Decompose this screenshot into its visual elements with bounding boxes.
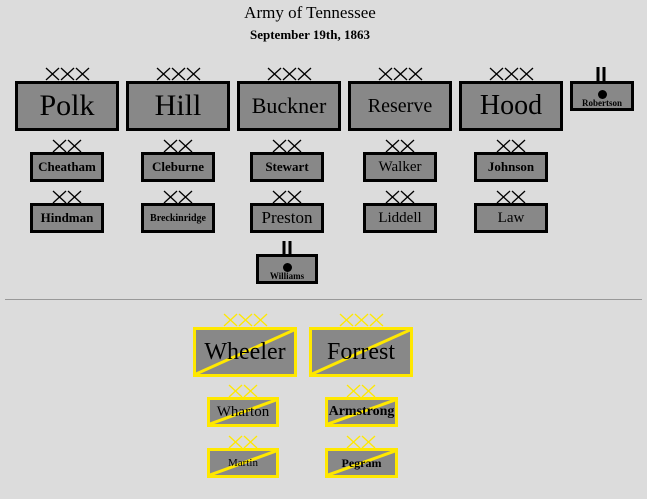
artillery-dot-icon (283, 263, 292, 272)
unit-label: Cheatham (38, 159, 96, 174)
battalion-echelon-icon (596, 67, 606, 81)
unit-label: Breckinridge (150, 212, 206, 224)
unit-label: Martin (228, 457, 258, 469)
unit-label: Wharton (216, 403, 270, 420)
cavalry-slash-icon (210, 400, 276, 424)
division-box: Johnson (474, 152, 548, 182)
corps-box-buckner: Buckner (237, 81, 341, 131)
unit-label: Pegram (341, 455, 382, 470)
artillery-dot-icon (598, 90, 607, 99)
division-echelon-icon (346, 435, 376, 449)
corps-echelon-icon (378, 67, 422, 81)
cavalry-division-box: Wharton (207, 397, 279, 427)
corps-box-polk: Polk (15, 81, 119, 131)
artillery-box-robertson: Robertson (570, 81, 634, 111)
division-box: Cheatham (30, 152, 104, 182)
division-box: Cleburne (141, 152, 215, 182)
division-box: Preston (250, 203, 324, 233)
cavalry-slash-icon (210, 451, 276, 475)
cavalry-corps-box-forrest: Forrest (309, 327, 413, 377)
division-box: Walker (363, 152, 437, 182)
division-echelon-icon (272, 190, 302, 204)
division-echelon-icon (228, 384, 258, 398)
cavalry-division-box: Armstrong (325, 397, 398, 427)
unit-label: Hindman (40, 210, 94, 225)
corps-box-reserve: Reserve (348, 81, 452, 131)
cavalry-division-box: Pegram (325, 448, 398, 478)
cavalry-divider (5, 299, 642, 300)
division-echelon-icon (346, 384, 376, 398)
division-box: Law (474, 203, 548, 233)
division-echelon-icon (385, 139, 415, 153)
corps-echelon-icon (339, 313, 383, 327)
cavalry-slash-icon (196, 330, 294, 374)
battalion-echelon-icon (282, 241, 292, 255)
cavalry-slash-icon (312, 330, 410, 374)
division-box: Stewart (250, 152, 324, 182)
corps-echelon-icon (223, 313, 267, 327)
unit-label: Forrest (327, 338, 395, 365)
unit-label: Liddell (378, 209, 422, 226)
division-echelon-icon (52, 190, 82, 204)
unit-label: Cleburne (152, 159, 204, 174)
division-echelon-icon (163, 190, 193, 204)
division-echelon-icon (496, 190, 526, 204)
corps-box-hill: Hill (126, 81, 230, 131)
cavalry-slash-icon (328, 400, 395, 424)
division-echelon-icon (385, 190, 415, 204)
unit-label: Law (497, 209, 525, 226)
unit-label: Johnson (487, 159, 535, 174)
cavalry-division-box: Martin (207, 448, 279, 478)
unit-label: Hill (154, 89, 202, 122)
unit-label: Armstrong (328, 404, 395, 419)
cavalry-slash-icon (328, 451, 395, 475)
unit-label: Buckner (251, 93, 327, 118)
division-echelon-icon (272, 139, 302, 153)
unit-label: Walker (378, 158, 422, 175)
cavalry-corps-box-wheeler: Wheeler (193, 327, 297, 377)
unit-label: Robertson (582, 98, 622, 108)
division-box: Hindman (30, 203, 104, 233)
unit-label: Preston (261, 208, 313, 227)
diagram-title: Army of Tennessee (244, 3, 376, 22)
division-echelon-icon (228, 435, 258, 449)
unit-label: Reserve (367, 94, 433, 117)
corps-echelon-icon (156, 67, 200, 81)
corps-box-hood: Hood (459, 81, 563, 131)
unit-label: Wheeler (204, 338, 286, 365)
unit-label: Polk (39, 89, 95, 122)
corps-echelon-icon (489, 67, 533, 81)
unit-label: Williams (269, 271, 305, 281)
division-echelon-icon (496, 139, 526, 153)
unit-label: Hood (479, 90, 543, 121)
division-box: Breckinridge (141, 203, 215, 233)
artillery-box-williams: Williams (256, 254, 318, 284)
division-box: Liddell (363, 203, 437, 233)
unit-label: Stewart (265, 159, 309, 174)
division-echelon-icon (52, 139, 82, 153)
corps-echelon-icon (45, 67, 89, 81)
diagram-date: September 19th, 1863 (249, 27, 370, 42)
corps-echelon-icon (267, 67, 311, 81)
division-echelon-icon (163, 139, 193, 153)
